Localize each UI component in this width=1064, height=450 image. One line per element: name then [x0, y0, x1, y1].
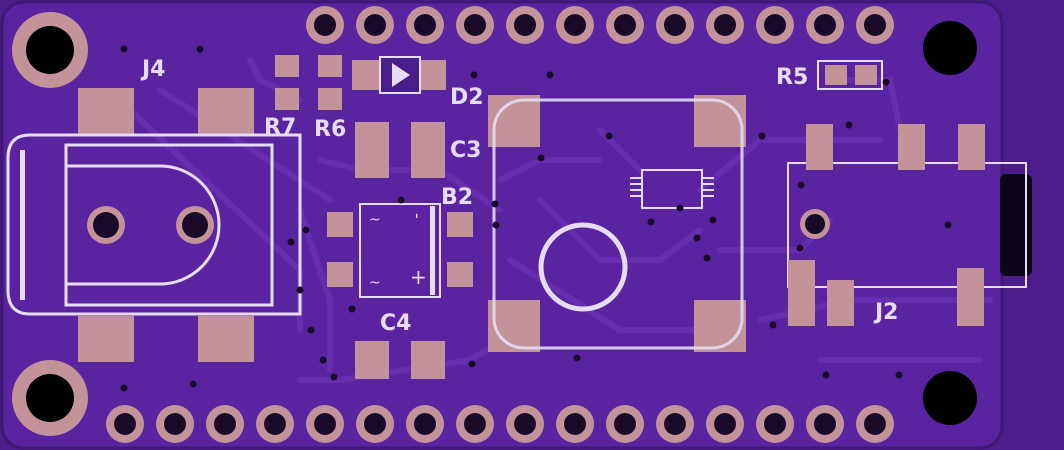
label-j2: J2: [873, 300, 899, 325]
via: [491, 200, 499, 208]
label-b2: B2: [441, 185, 473, 210]
header-pin-hole: [364, 14, 386, 36]
header-pin-hole: [514, 14, 536, 36]
label-j4: J4: [140, 57, 166, 82]
via: [758, 132, 766, 140]
via: [319, 356, 327, 364]
header-pin-hole: [114, 413, 136, 435]
via: [537, 154, 545, 162]
header-pin-hole: [764, 413, 786, 435]
header-pin-hole: [664, 14, 686, 36]
via: [709, 216, 717, 224]
bridge-tilde-bottom: ~: [369, 275, 381, 291]
d2-diode: [352, 56, 446, 94]
via: [546, 71, 554, 79]
header-pin-hole: [714, 14, 736, 36]
header-pin-hole: [814, 413, 836, 435]
label-r5: R5: [776, 65, 808, 90]
via: [573, 354, 581, 362]
label-c4: C4: [380, 311, 411, 336]
via: [296, 286, 304, 294]
via: [302, 226, 310, 234]
header-pin-hole: [464, 14, 486, 36]
via: [307, 326, 315, 334]
via: [796, 244, 804, 252]
header-pin-hole: [864, 413, 886, 435]
vias: [120, 45, 952, 392]
header-pin-hole: [414, 413, 436, 435]
via: [676, 204, 684, 212]
header-pin-hole: [364, 413, 386, 435]
via: [397, 196, 405, 204]
via: [468, 360, 476, 368]
via: [822, 371, 830, 379]
bridge-plus: +: [410, 265, 427, 289]
j4-barrel-jack: [6, 88, 302, 362]
header-pin-hole: [514, 413, 536, 435]
header-pin-hole: [164, 413, 186, 435]
mounting-holes: [12, 12, 977, 436]
bridge-minus: -: [408, 213, 427, 219]
r5-resistor: [817, 60, 883, 90]
header-pin-hole: [614, 14, 636, 36]
j2-audio-jack: [787, 124, 1027, 326]
via: [845, 121, 853, 129]
bottom-header-pins: [106, 405, 894, 443]
header-pin-hole: [864, 14, 886, 36]
via: [120, 384, 128, 392]
label-r7: R7: [264, 115, 296, 140]
header-pin-hole: [614, 413, 636, 435]
header-pin-hole: [564, 14, 586, 36]
b2-bridge-rectifier: ~ ~ - +: [327, 203, 473, 298]
j2-connector-body: [1000, 174, 1032, 276]
header-pin-hole: [714, 413, 736, 435]
via: [189, 380, 197, 388]
small-ic: [630, 169, 714, 209]
header-pin-hole: [814, 14, 836, 36]
header-pin-hole: [314, 413, 336, 435]
via: [944, 221, 952, 229]
header-pin-hole: [764, 14, 786, 36]
via: [647, 218, 655, 226]
via: [797, 181, 805, 189]
via: [120, 45, 128, 53]
via: [492, 221, 500, 229]
header-pin-hole: [414, 14, 436, 36]
via: [895, 371, 903, 379]
via: [605, 132, 613, 140]
bridge-tilde-top: ~: [369, 212, 381, 228]
header-pin-hole: [314, 14, 336, 36]
via: [470, 71, 478, 79]
via: [196, 45, 204, 53]
via: [882, 78, 890, 86]
header-pin-hole: [464, 413, 486, 435]
via: [348, 305, 356, 313]
header-pin-hole: [214, 413, 236, 435]
header-pin-hole: [664, 413, 686, 435]
c4-capacitor: [355, 341, 445, 379]
via: [287, 238, 295, 246]
top-header-pins: [306, 6, 894, 44]
via: [330, 373, 338, 381]
header-pin-hole: [264, 413, 286, 435]
label-d2: D2: [450, 85, 484, 110]
label-c3: C3: [450, 138, 481, 163]
via: [703, 254, 711, 262]
tactile-switch: [488, 95, 746, 352]
c3-capacitor: [355, 122, 445, 178]
via: [693, 234, 701, 242]
header-pin-hole: [564, 413, 586, 435]
label-r6: R6: [314, 117, 346, 142]
via: [769, 321, 777, 329]
r7-r6-pads: [275, 55, 342, 110]
